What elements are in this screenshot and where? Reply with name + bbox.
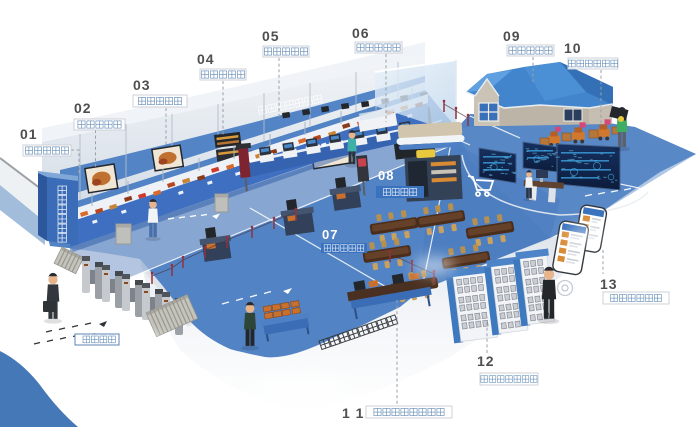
svg-text:05: 05	[262, 28, 280, 44]
svg-text:01: 01	[20, 126, 38, 142]
svg-text:03: 03	[133, 77, 151, 93]
svg-text:02: 02	[74, 100, 92, 116]
svg-text:09: 09	[503, 28, 521, 44]
svg-text:13: 13	[600, 276, 618, 292]
svg-text:10: 10	[564, 40, 582, 56]
svg-text:1 1: 1 1	[342, 405, 364, 421]
svg-text:12: 12	[477, 353, 495, 369]
svg-text:04: 04	[197, 51, 215, 67]
svg-text:06: 06	[352, 25, 370, 41]
svg-text:07: 07	[322, 227, 338, 242]
svg-text:08: 08	[378, 168, 394, 183]
